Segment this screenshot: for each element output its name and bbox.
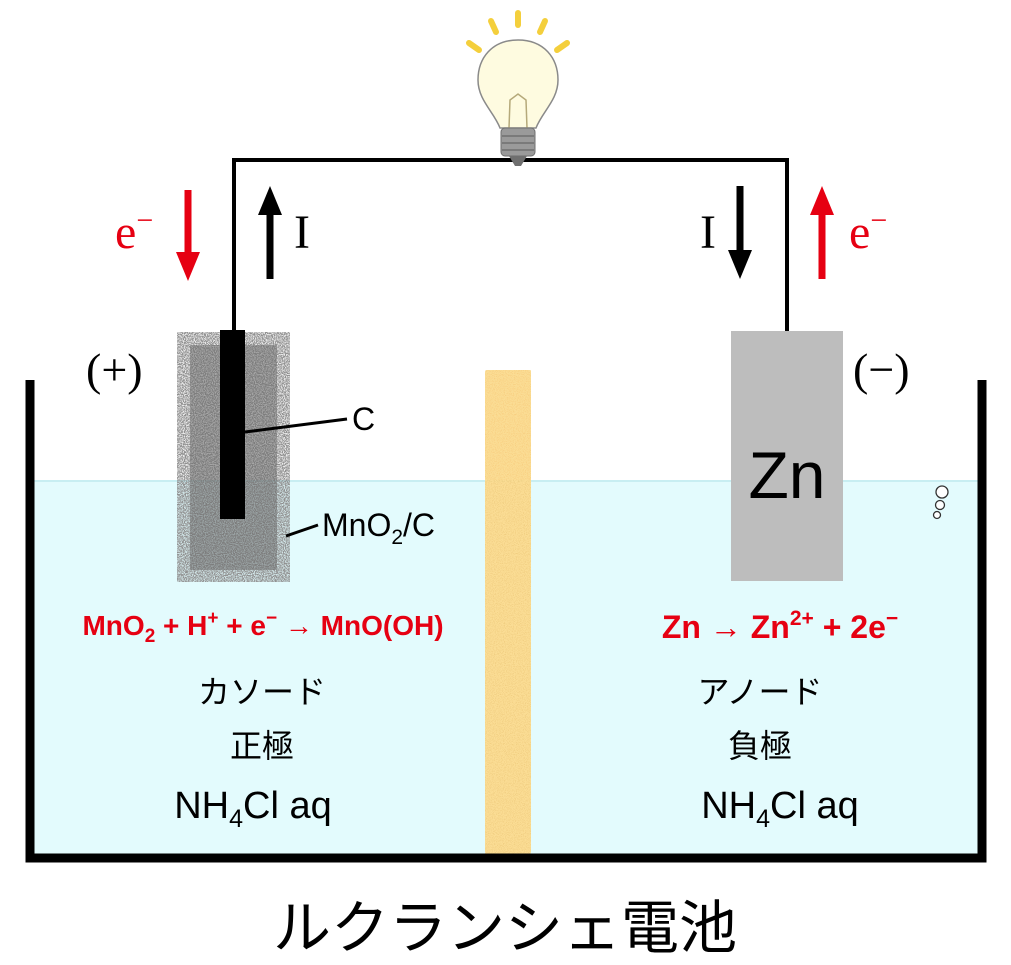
- carbon-rod: [220, 330, 245, 519]
- cathode-role-label: カソード: [198, 674, 326, 710]
- cell-container: [25, 380, 987, 863]
- mix-label: MnO2/C: [322, 507, 435, 549]
- electrolyte-label-right: NH4Cl aq: [701, 785, 859, 833]
- diagram-title: ルクランシェ電池: [273, 896, 737, 961]
- current-label-left: I: [294, 206, 310, 259]
- negative-pole-label: 負極: [728, 728, 792, 764]
- current-arrow-left: [258, 186, 282, 279]
- electron-label-right: e−: [849, 204, 887, 259]
- external-wire: [232, 158, 789, 334]
- zinc-label: Zn: [748, 438, 825, 512]
- cathode-reaction: MnO2 + H+ + e− → MnO(OH): [82, 608, 443, 647]
- light-bulb-icon: [466, 10, 570, 166]
- carbon-label: C: [352, 401, 375, 437]
- carbon-leader-line: [244, 417, 348, 434]
- zinc-electrode: [731, 331, 843, 581]
- polarity-negative: (−): [853, 344, 910, 395]
- positive-pole-label: 正極: [230, 728, 294, 764]
- separator: [485, 370, 531, 854]
- anode-role-label: アノード: [697, 674, 822, 710]
- current-label-right: I: [700, 206, 716, 259]
- mix-leader-line: [285, 523, 319, 538]
- anode-reaction: Zn → Zn2+ + 2e−: [662, 607, 898, 645]
- electron-label-left: e−: [115, 204, 153, 259]
- polarity-positive: (+): [86, 344, 143, 395]
- current-arrow-right: [728, 186, 752, 279]
- electron-arrow-right: [810, 186, 834, 279]
- electrolyte-label-left: NH4Cl aq: [174, 785, 332, 833]
- gas-bubbles: [932, 485, 949, 520]
- electron-arrow-left: [176, 190, 200, 281]
